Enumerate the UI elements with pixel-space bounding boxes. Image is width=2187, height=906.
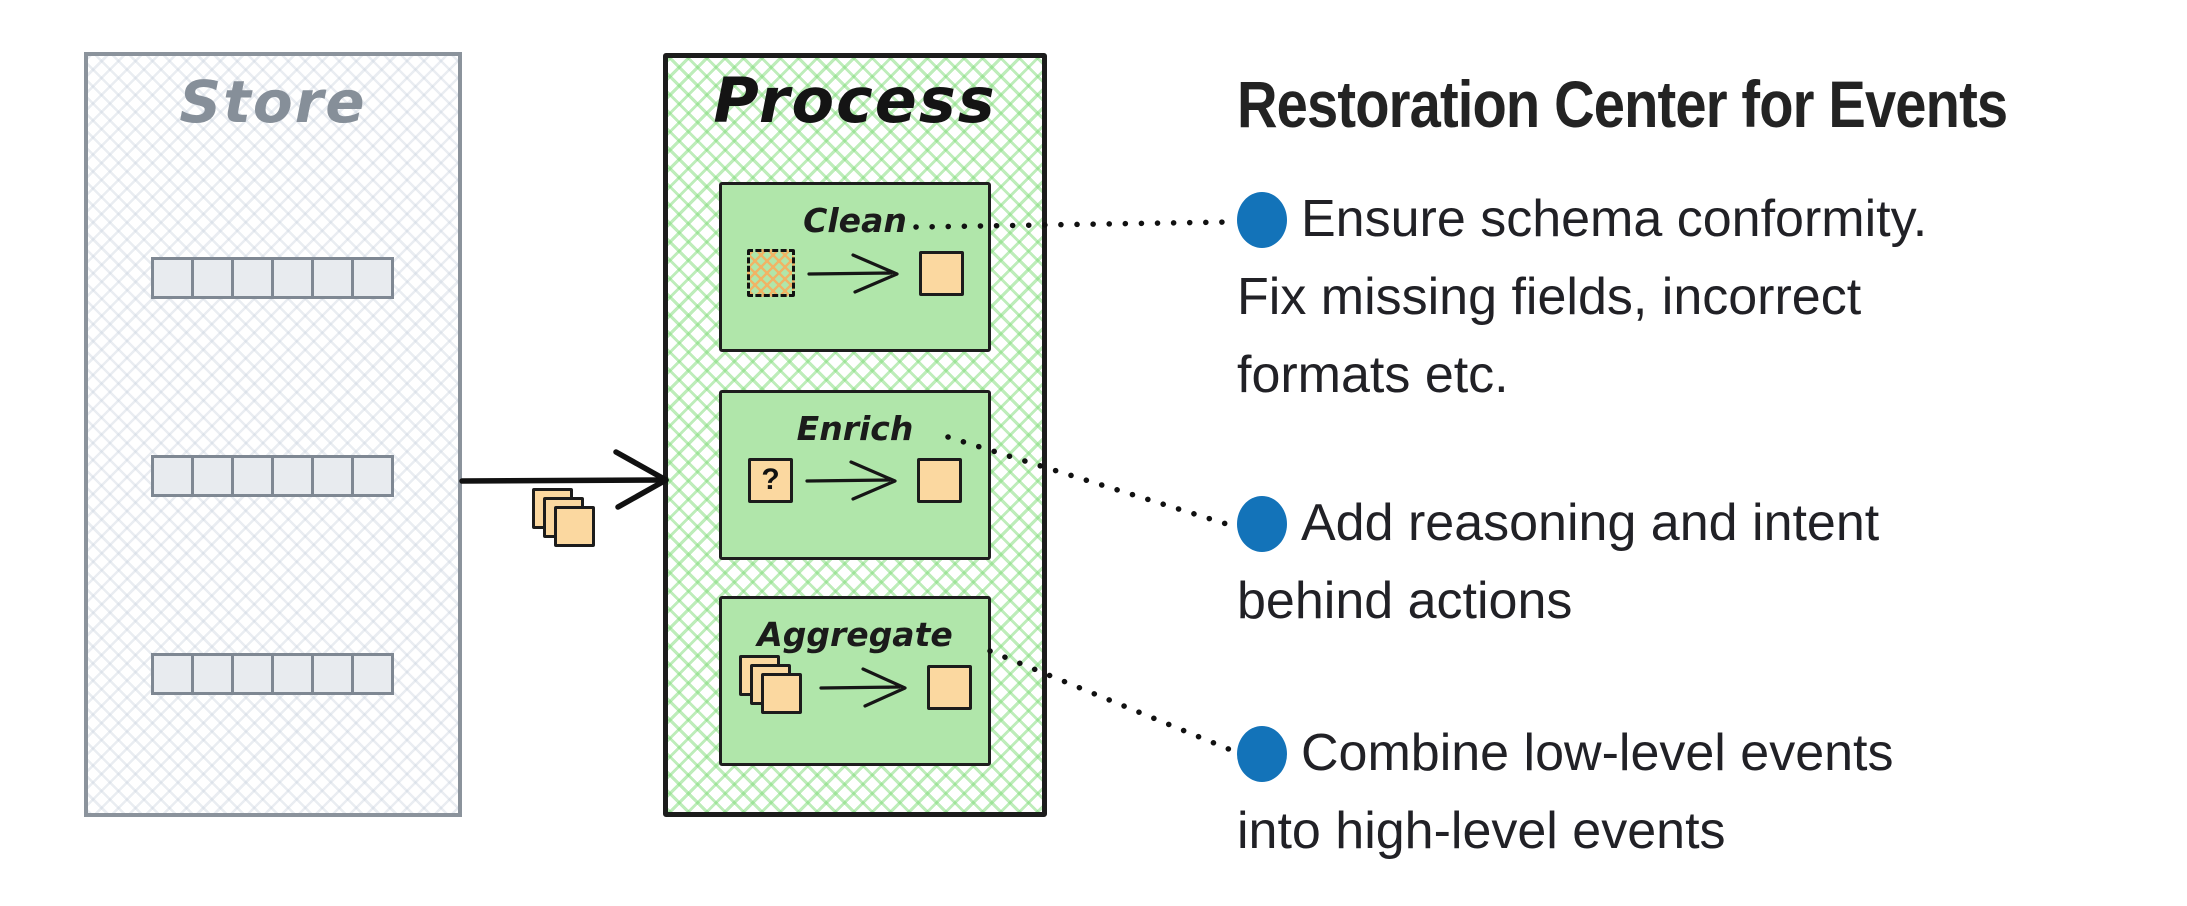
store-slot-row: [151, 653, 394, 695]
step-box-clean: Clean: [719, 182, 991, 352]
store-slot-cell: [271, 455, 314, 497]
store-box: Store: [84, 52, 462, 817]
bullet-dot-icon: [1237, 192, 1287, 248]
bullet-dot-icon: [1237, 726, 1287, 782]
store-slot-cell: [351, 653, 394, 695]
step-icons-clean: [722, 249, 988, 297]
store-slot-cell: [351, 455, 394, 497]
store-slot-cell: [271, 653, 314, 695]
arrow-right-icon: [818, 667, 907, 708]
arrow-right-icon: [806, 253, 899, 294]
store-slot-cell: [351, 257, 394, 299]
store-slot-cell: [151, 653, 194, 695]
bullet-ensure-schema: Ensure schema conformity. Fix missing fi…: [1237, 180, 2057, 414]
question-card-icon: ?: [748, 457, 793, 503]
process-box: Process Clean Enrich ? Aggregate: [663, 53, 1047, 817]
panel-title: Restoration Center for Events: [1237, 67, 2008, 141]
store-slot-cell: [191, 257, 234, 299]
bullet-text-line: Fix missing fields, incorrect: [1237, 268, 1862, 326]
process-title: Process: [713, 64, 997, 137]
store-slot-cell: [311, 653, 354, 695]
step-icons-aggregate: [722, 655, 988, 719]
store-slot-cell: [151, 455, 194, 497]
store-title: Store: [179, 68, 367, 136]
store-slot-row: [151, 257, 394, 299]
step-box-enrich: Enrich ?: [719, 390, 991, 560]
bullet-combine-events: Combine low-level events into high-level…: [1237, 714, 2057, 870]
store-slot-cell: [231, 653, 274, 695]
step-label-aggregate: Aggregate: [757, 615, 953, 654]
store-slot-cell: [191, 455, 234, 497]
store-slot-cell: [151, 257, 194, 299]
card-stack-icon: [738, 655, 807, 719]
step-box-aggregate: Aggregate: [719, 596, 991, 766]
store-slot-row: [151, 455, 394, 497]
step-icons-enrich: ?: [722, 457, 988, 503]
step-label-enrich: Enrich: [796, 409, 914, 448]
store-slot-cell: [311, 455, 354, 497]
store-slot-cell: [231, 257, 274, 299]
step-label-clean: Clean: [803, 201, 907, 240]
single-card-icon: [926, 664, 972, 710]
bullet-text-line: Combine low-level events: [1301, 724, 1894, 782]
arrow-right-icon: [805, 460, 897, 501]
bullet-text-line: Ensure schema conformity.: [1301, 190, 1928, 248]
filled-card-icon: [917, 457, 962, 503]
bullet-add-reasoning: Add reasoning and intent behind actions: [1237, 484, 2057, 640]
store-slot-cell: [311, 257, 354, 299]
bullet-text-line: Add reasoning and intent: [1301, 494, 1880, 552]
bullet-text-line: formats etc.: [1237, 346, 1509, 404]
store-rows: [88, 56, 458, 813]
clean-card-icon: [918, 250, 964, 296]
store-slot-cell: [231, 455, 274, 497]
card-stack-icon: [532, 488, 600, 552]
bullet-dot-icon: [1237, 496, 1287, 552]
dirty-card-icon: [746, 249, 795, 297]
store-slot-cell: [271, 257, 314, 299]
card: [554, 506, 595, 547]
bullet-text-line: into high-level events: [1237, 802, 1726, 860]
card: [760, 673, 802, 714]
store-slot-cell: [191, 653, 234, 695]
bullet-text-line: behind actions: [1237, 572, 1573, 630]
